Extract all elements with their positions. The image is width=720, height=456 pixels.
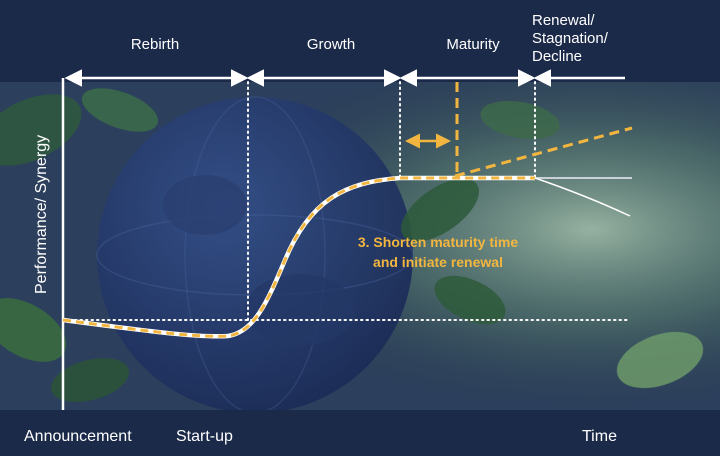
renewal-annotation: 3. Shorten maturity time and initiate re… — [338, 232, 538, 272]
y-axis-label: Performance/ Synergy — [33, 134, 50, 294]
renewal-line-1: Renewal/ — [532, 12, 595, 29]
phase-boundaries — [247, 81, 536, 323]
annotation-line-2: and initiate renewal — [373, 254, 503, 270]
phase-label-rebirth: Rebirth — [130, 36, 180, 53]
annotation-line-1: 3. Shorten maturity time — [357, 234, 519, 250]
phase-label-maturity: Maturity — [446, 36, 500, 53]
leaves-illustration — [0, 88, 704, 402]
performance-curve-highlight — [62, 176, 535, 338]
x-label-startup: Start-up — [176, 428, 233, 445]
x-label-time: Time — [582, 428, 617, 445]
renewal-line-3: Decline — [532, 48, 583, 65]
phase-label-renewal: Renewal/ Stagnation/ Decline — [532, 12, 642, 66]
phase-label-growth: Growth — [306, 36, 356, 53]
x-label-announcement: Announcement — [24, 428, 132, 445]
bottom-band — [0, 410, 720, 456]
renewal-line-2: Stagnation/ — [532, 30, 608, 47]
renewal-path — [454, 126, 633, 178]
decline-line — [534, 177, 631, 217]
